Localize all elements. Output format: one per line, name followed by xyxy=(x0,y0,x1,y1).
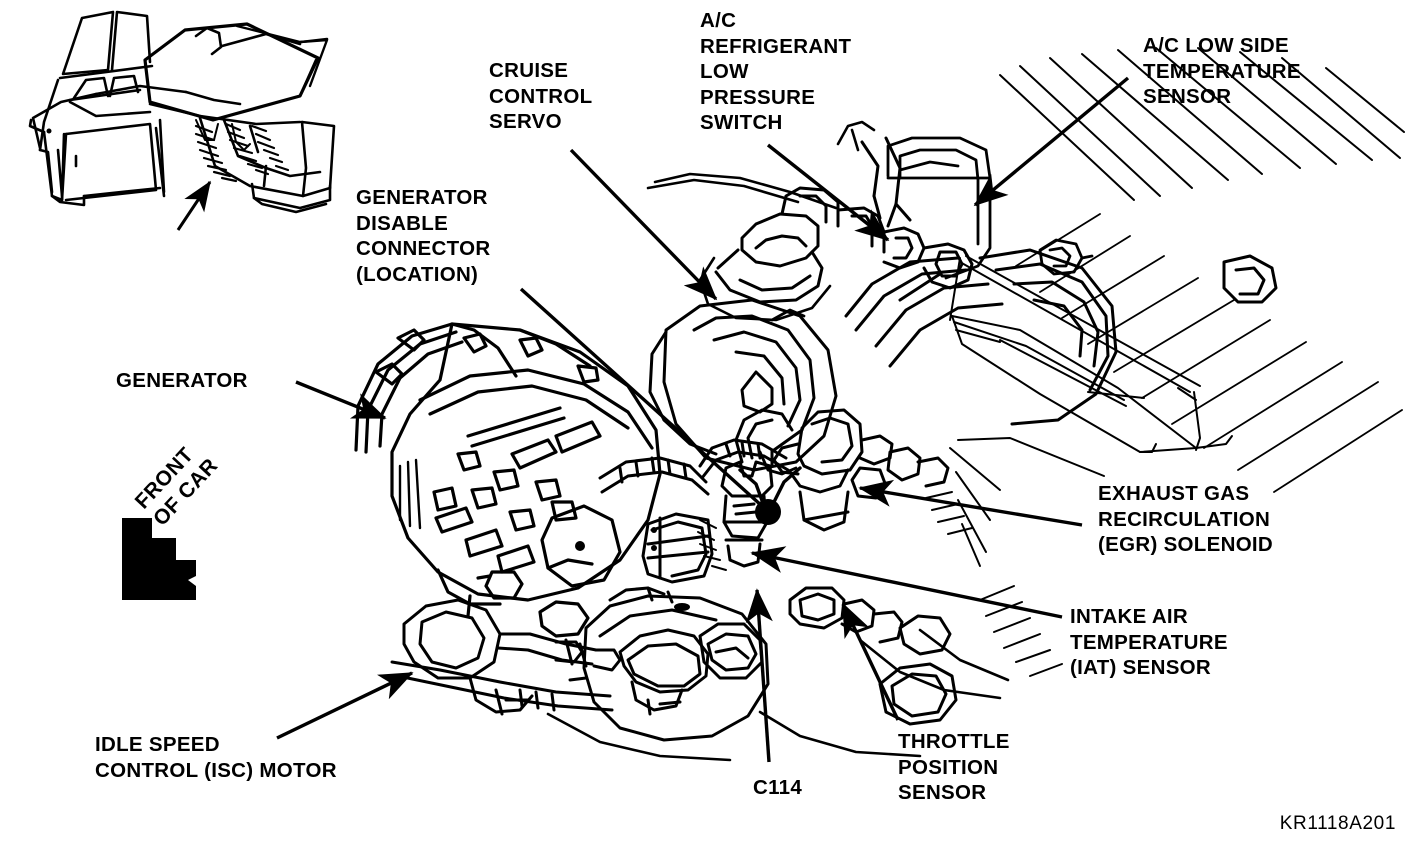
leader-isc-motor xyxy=(276,671,414,740)
inset-pointer-arrow xyxy=(176,180,212,231)
front-of-car-arrow xyxy=(122,518,196,600)
vehicle-body-inset-art xyxy=(28,10,336,214)
callout-cruise-control-servo: CRUISE CONTROL SERVO xyxy=(489,59,593,133)
callout-isc-motor: IDLE SPEED CONTROL (ISC) MOTOR xyxy=(95,733,337,782)
callout-generator-disable-connector: GENERATOR DISABLE CONNECTOR (LOCATION) xyxy=(356,186,491,286)
engine-illustration xyxy=(354,47,1405,762)
callout-c114: C114 xyxy=(753,776,803,799)
leader-egr-solenoid xyxy=(858,479,1083,527)
leader-throttle-position-sensor xyxy=(841,602,900,721)
leader-generator-disable-connector xyxy=(519,287,764,508)
callout-ac-refrigerant-low-pressure-switch: A/C REFRIGERANT LOW PRESSURE SWITCH xyxy=(700,9,852,134)
leader-ac-refrigerant-low-pressure-switch xyxy=(766,143,890,242)
leader-lines xyxy=(276,76,1130,763)
callout-generator: GENERATOR xyxy=(116,369,248,392)
leader-c114 xyxy=(745,588,773,763)
callout-iat-sensor: INTAKE AIR TEMPERATURE (IAT) SENSOR xyxy=(1070,605,1228,679)
leader-cruise-control-servo xyxy=(569,148,718,301)
callout-ac-low-side-temperature-sensor: A/C LOW SIDE TEMPERATURE SENSOR xyxy=(1143,34,1301,108)
leader-iat-sensor xyxy=(750,546,1063,619)
callout-throttle-position-sensor: THROTTLE POSITION SENSOR xyxy=(898,730,1010,804)
callout-egr-solenoid: EXHAUST GAS RECIRCULATION (EGR) SOLENOID xyxy=(1098,482,1274,556)
leader-generator xyxy=(295,380,387,420)
figure-code: KR1118A201 xyxy=(1279,813,1396,834)
leader-ac-low-side-temperature-sensor xyxy=(973,76,1130,207)
